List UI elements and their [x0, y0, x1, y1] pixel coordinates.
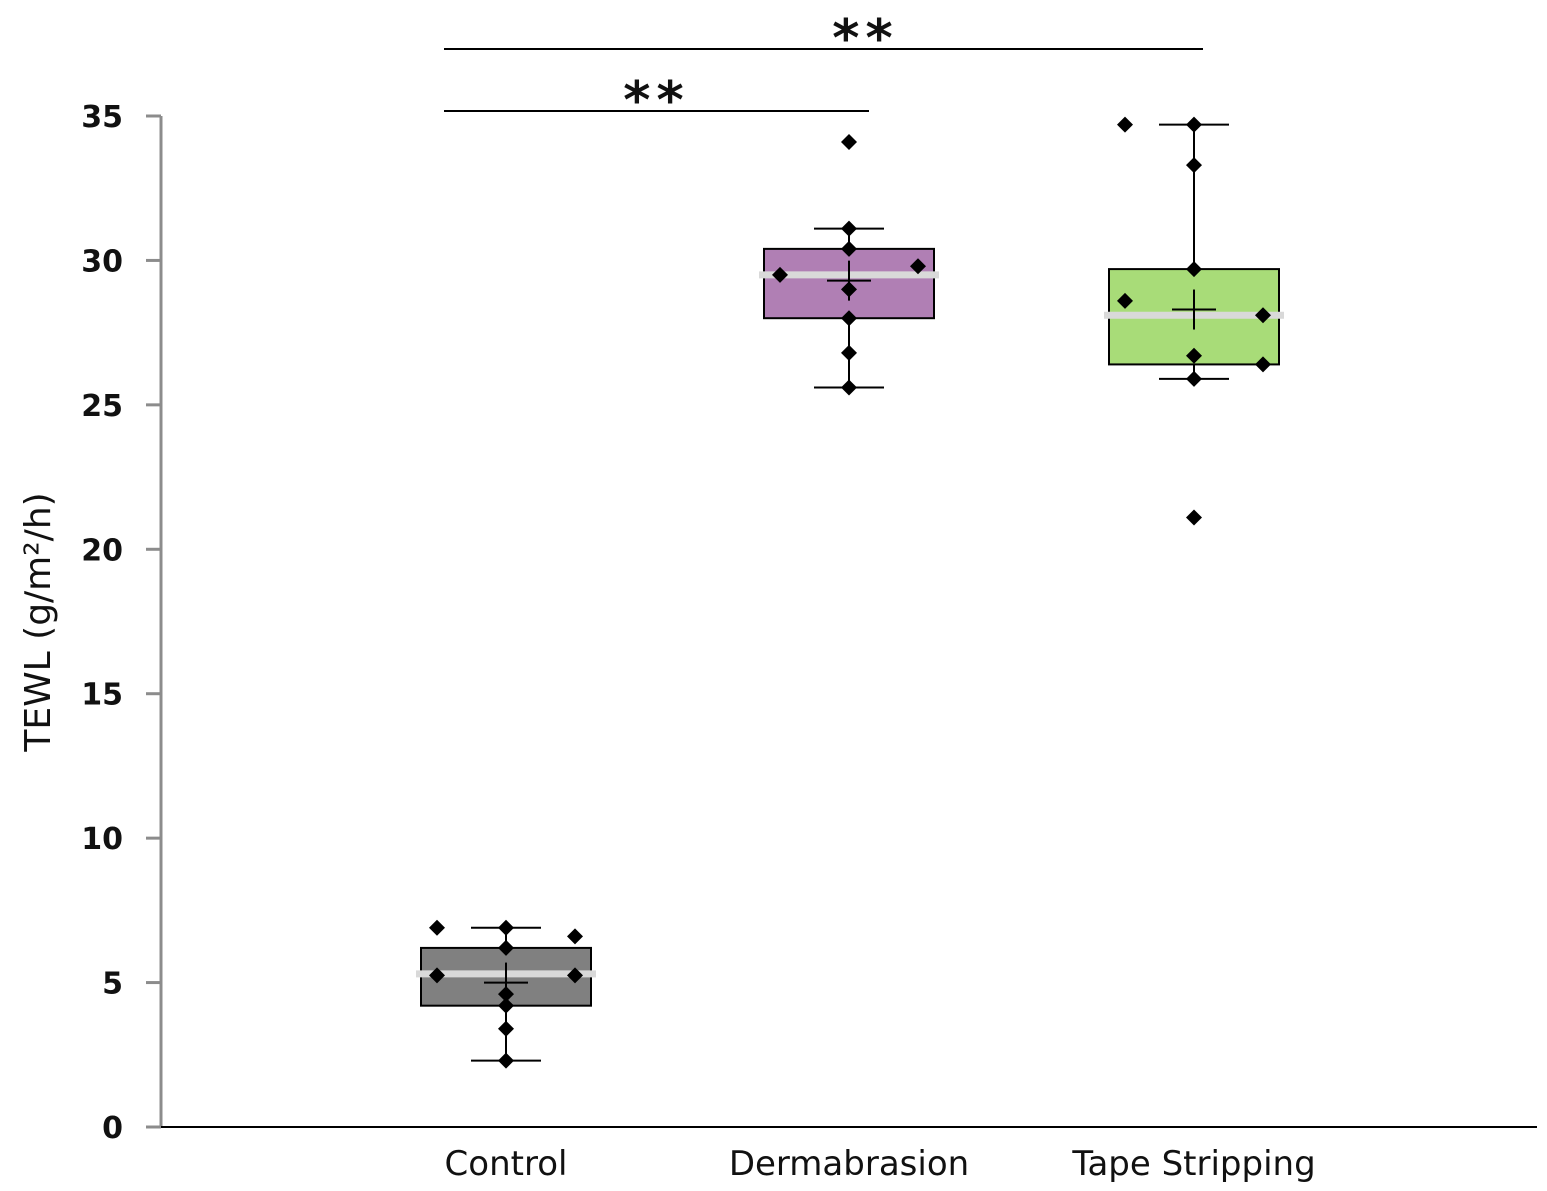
data-point — [841, 379, 857, 396]
data-point — [841, 310, 857, 327]
box-group — [416, 919, 596, 1069]
y-tick-label: 0 — [102, 1111, 123, 1146]
data-point — [1117, 292, 1133, 309]
data-point — [841, 344, 857, 361]
y-tick-label: 15 — [81, 678, 123, 713]
y-tick-label: 35 — [81, 100, 123, 135]
y-tick-label: 20 — [81, 533, 123, 568]
y-tick-label: 10 — [81, 822, 123, 857]
data-point — [498, 939, 514, 956]
data-point — [567, 967, 583, 984]
y-tick-label: 30 — [81, 244, 123, 279]
significance-label: ** — [832, 9, 898, 69]
data-point — [841, 133, 857, 150]
data-point — [1255, 307, 1271, 324]
box-plots — [416, 116, 1284, 1069]
data-point — [498, 997, 514, 1014]
data-point — [1186, 370, 1202, 387]
y-axis-title: TEWL (g/m²/h) — [18, 492, 59, 752]
data-point — [841, 220, 857, 237]
data-point — [498, 1052, 514, 1069]
x-category-label: Control — [445, 1144, 568, 1184]
data-point — [1255, 356, 1271, 373]
data-point — [567, 928, 583, 945]
data-point — [772, 266, 788, 283]
box-group — [759, 133, 939, 396]
x-category-label: Dermabrasion — [729, 1144, 969, 1184]
x-category-label: Tape Stripping — [1071, 1144, 1315, 1184]
data-point — [841, 281, 857, 298]
data-point — [1186, 347, 1202, 364]
data-point — [910, 258, 926, 275]
data-point — [1117, 116, 1133, 133]
data-point — [1186, 509, 1202, 526]
significance-label: ** — [623, 71, 689, 131]
data-point — [498, 986, 514, 1003]
data-point — [429, 919, 445, 936]
data-point — [429, 967, 445, 984]
significance-brackets: ** ** — [444, 9, 1203, 131]
data-point — [1186, 261, 1202, 278]
y-tick-label: 5 — [102, 967, 123, 1002]
data-point — [498, 919, 514, 936]
box-group — [1104, 116, 1284, 526]
data-point — [841, 240, 857, 257]
data-point — [1186, 116, 1202, 133]
data-point — [1186, 157, 1202, 174]
y-tick-label: 25 — [81, 389, 123, 424]
data-point — [498, 1020, 514, 1037]
